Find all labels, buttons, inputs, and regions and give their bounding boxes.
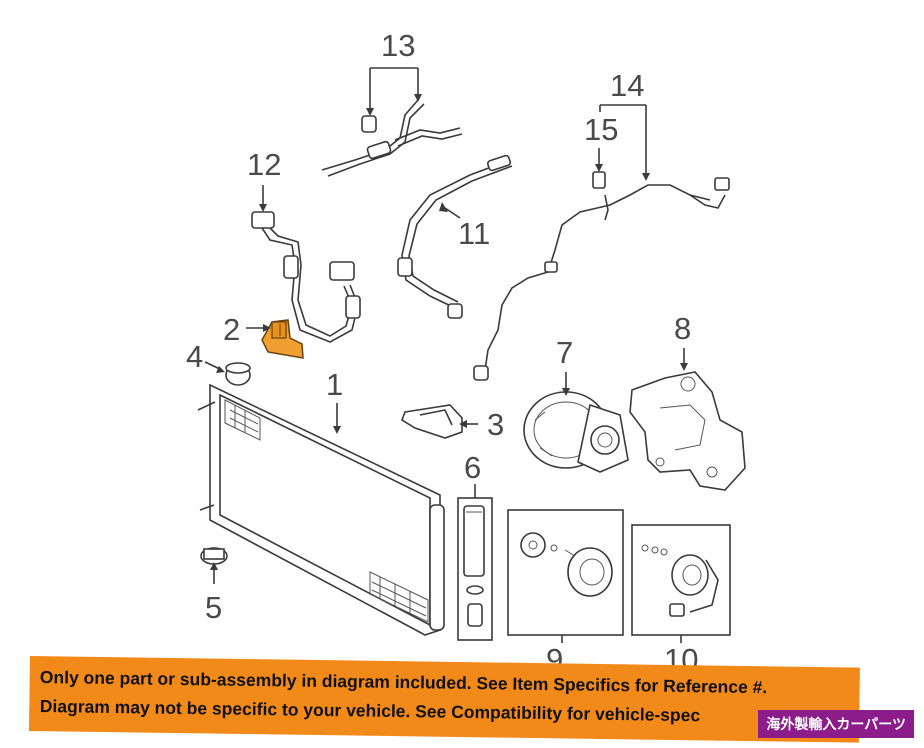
callout-6: 6 — [464, 450, 481, 485]
callout-13: 13 — [381, 28, 415, 63]
part-6-drier — [457, 497, 493, 641]
part-12-hose — [251, 185, 361, 343]
callout-3: 3 — [487, 407, 504, 442]
callout-7: 7 — [556, 335, 573, 370]
callout-5: 5 — [205, 590, 222, 625]
callout-12: 12 — [247, 147, 281, 182]
part-5-plug — [200, 547, 228, 565]
part-2-pressure-switch — [261, 319, 304, 359]
part-9-clutch — [507, 509, 624, 636]
callout-15: 15 — [584, 112, 618, 147]
callout-2: 2 — [223, 312, 240, 347]
callout-14: 14 — [610, 68, 644, 103]
part-8-bracket — [629, 371, 746, 491]
seller-badge: 海外製輸入カーパーツ — [758, 710, 914, 738]
part-7-compressor — [523, 391, 629, 473]
part-1-condenser — [197, 383, 445, 636]
part-10-coil — [631, 524, 731, 636]
callout-8: 8 — [674, 311, 691, 346]
callout-4: 4 — [186, 339, 203, 374]
part-3-bracket — [401, 404, 463, 439]
part-4-cap — [225, 362, 251, 386]
part-13-hose — [321, 67, 463, 177]
callout-1: 1 — [326, 367, 343, 402]
callout-11: 11 — [458, 216, 490, 251]
part-11-hose — [397, 154, 513, 319]
part-14-wiring — [473, 104, 730, 381]
